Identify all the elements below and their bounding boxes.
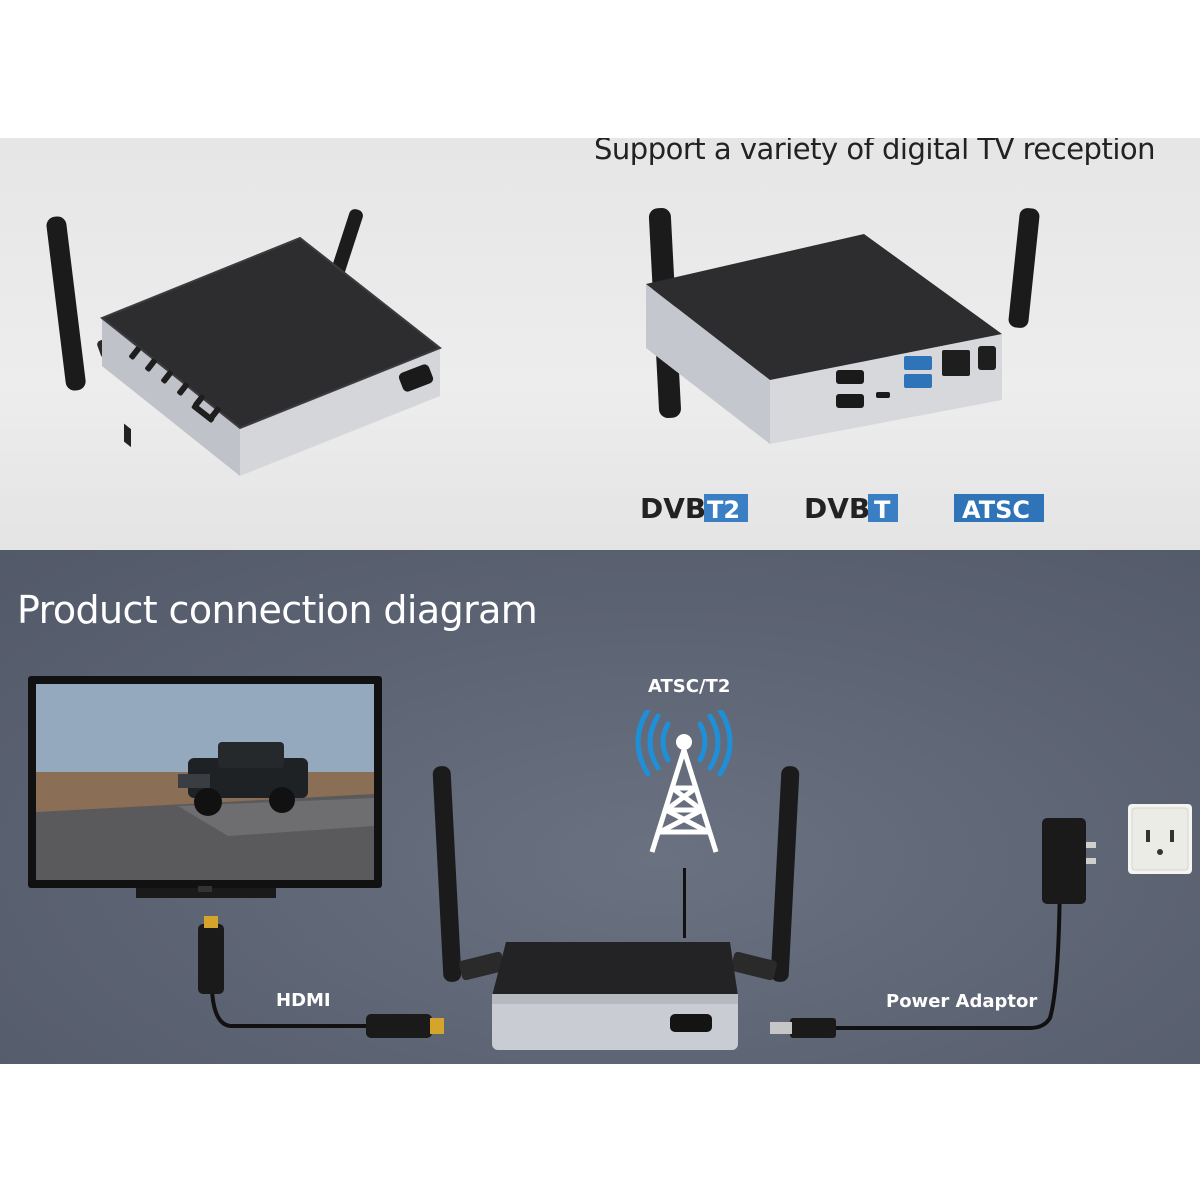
dvb-t-suffix: T bbox=[874, 496, 891, 524]
reception-heading: Support a variety of digital TV receptio… bbox=[594, 138, 1156, 166]
dvb-t2-main: DVB bbox=[640, 492, 706, 524]
diagram-title: Product connection diagram bbox=[17, 588, 538, 632]
atsc-logo: ATSC bbox=[954, 494, 1044, 524]
power-adapter bbox=[770, 818, 1096, 1038]
connection-diagram-band: Product connection diagram ATSC/T2 bbox=[0, 550, 1200, 1064]
atsc-text: ATSC bbox=[962, 496, 1030, 524]
dvb-t-logo: DVB T bbox=[804, 492, 898, 524]
tv-box-device-left bbox=[46, 209, 442, 476]
hdmi-label: HDMI bbox=[276, 990, 331, 1011]
dvb-t2-logo: DVB T2 bbox=[640, 492, 748, 524]
tv-box-device-main bbox=[432, 766, 800, 1050]
dvb-t-main: DVB bbox=[804, 492, 870, 524]
broadcast-tower-icon bbox=[635, 710, 733, 853]
top-band: Support a variety of digital TV receptio… bbox=[0, 138, 1200, 550]
signal-cable bbox=[683, 868, 686, 938]
signal-label: ATSC/T2 bbox=[648, 676, 731, 697]
dvb-t2-suffix: T2 bbox=[707, 496, 740, 524]
power-adapter-label: Power Adaptor bbox=[886, 991, 1038, 1012]
tv-box-device-right bbox=[646, 208, 1040, 444]
hdmi-cable bbox=[198, 916, 444, 1038]
television bbox=[28, 676, 382, 898]
wall-outlet bbox=[1128, 804, 1192, 874]
